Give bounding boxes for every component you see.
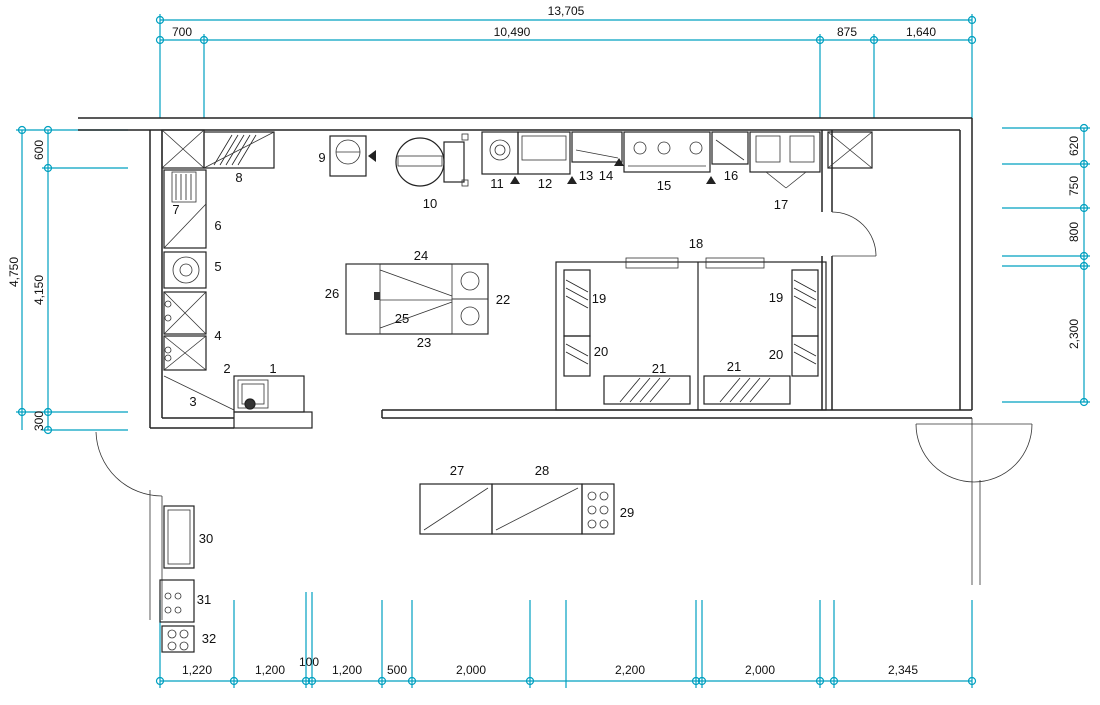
- equipment-left-wall: [161, 129, 313, 429]
- equipment-number-labels: 1 2 3 4 5 6 7 8 9 10 11 12 13 14 15 16 1…: [172, 150, 788, 646]
- equip-label-22: 22: [496, 292, 510, 307]
- dim-right-seg-3: 800: [1067, 222, 1081, 242]
- equip-label-20-left: 20: [594, 344, 608, 359]
- equip-label-4: 4: [214, 328, 221, 343]
- equip-label-26: 26: [325, 286, 339, 301]
- dim-bottom-seg-2: 1,200: [255, 663, 285, 677]
- equip-label-24: 24: [414, 248, 428, 263]
- equip-label-30: 30: [199, 531, 213, 546]
- equip-label-11: 11: [490, 176, 504, 191]
- dim-left-top: 600: [32, 140, 46, 160]
- dim-bottom-seg-9: 2,345: [888, 663, 918, 677]
- dim-right-seg-1: 620: [1067, 136, 1081, 156]
- equipment-center-island: [345, 263, 489, 335]
- equip-label-14: 14: [599, 168, 613, 183]
- dim-top-seg-4: 1,640: [906, 25, 936, 39]
- equip-label-21-left: 21: [652, 361, 666, 376]
- equip-label-10: 10: [423, 196, 437, 211]
- dim-bottom-seg-7: 2,200: [615, 663, 645, 677]
- equip-label-16: 16: [724, 168, 738, 183]
- equip-label-28: 28: [535, 463, 549, 478]
- dim-left-total: 4,750: [7, 257, 21, 287]
- dim-top-seg-3: 875: [837, 25, 857, 39]
- right-dimension-chain: 620 750 800 2,300: [1002, 123, 1090, 407]
- top-dimension-chain: 13,705 700 10,490 875 1,640: [155, 4, 977, 118]
- dim-top-seg-1: 700: [172, 25, 192, 39]
- equip-label-15: 15: [657, 178, 671, 193]
- equip-label-7: 7: [172, 202, 179, 217]
- equip-label-8: 8: [235, 170, 242, 185]
- equip-label-2: 2: [223, 361, 230, 376]
- equip-label-31: 31: [197, 592, 211, 607]
- equip-label-5: 5: [214, 259, 221, 274]
- walls: [78, 117, 1033, 620]
- equip-label-17: 17: [774, 197, 788, 212]
- equip-label-19-left: 19: [592, 291, 606, 306]
- equipment-cold-rooms: [555, 257, 827, 411]
- equip-label-25: 25: [395, 311, 409, 326]
- equipment-bottom-left: [159, 505, 195, 653]
- dim-bottom-seg-5: 500: [387, 663, 407, 677]
- equip-label-19-right: 19: [769, 290, 783, 305]
- dim-bottom-seg-1: 1,220: [182, 663, 212, 677]
- equip-label-12: 12: [538, 176, 552, 191]
- left-dimension-chain: 4,750 4,150 600 300: [7, 125, 128, 435]
- equipment-lower-counter: [419, 483, 615, 535]
- dim-top-total: 13,705: [548, 4, 585, 18]
- equip-label-13: 13: [579, 168, 593, 183]
- equip-label-27: 27: [450, 463, 464, 478]
- dim-bottom-seg-8: 2,000: [745, 663, 775, 677]
- equip-label-20-right: 20: [769, 347, 783, 362]
- dim-bottom-seg-3: 100: [299, 655, 319, 669]
- dim-right-seg-4: 2,300: [1067, 319, 1081, 349]
- equipment-top-wall: [329, 131, 873, 189]
- equip-label-18: 18: [689, 236, 703, 251]
- equip-label-23: 23: [417, 335, 431, 350]
- dim-right-seg-2: 750: [1067, 176, 1081, 196]
- equip-label-1: 1: [269, 361, 276, 376]
- dim-left-inner: 4,150: [32, 275, 46, 305]
- dim-left-bottom: 300: [32, 411, 46, 431]
- dim-top-seg-2: 10,490: [494, 25, 531, 39]
- equip-label-6: 6: [214, 218, 221, 233]
- bottom-dimension-chain: 1,220 1,200 100 1,200 500 2,000 2,200 2,…: [155, 592, 977, 688]
- equip-label-29: 29: [620, 505, 634, 520]
- equip-label-21-right: 21: [727, 359, 741, 374]
- dim-bottom-seg-6: 2,000: [456, 663, 486, 677]
- equip-label-32: 32: [202, 631, 216, 646]
- equip-label-9: 9: [318, 150, 325, 165]
- equip-label-3: 3: [189, 394, 196, 409]
- dim-bottom-seg-4: 1,200: [332, 663, 362, 677]
